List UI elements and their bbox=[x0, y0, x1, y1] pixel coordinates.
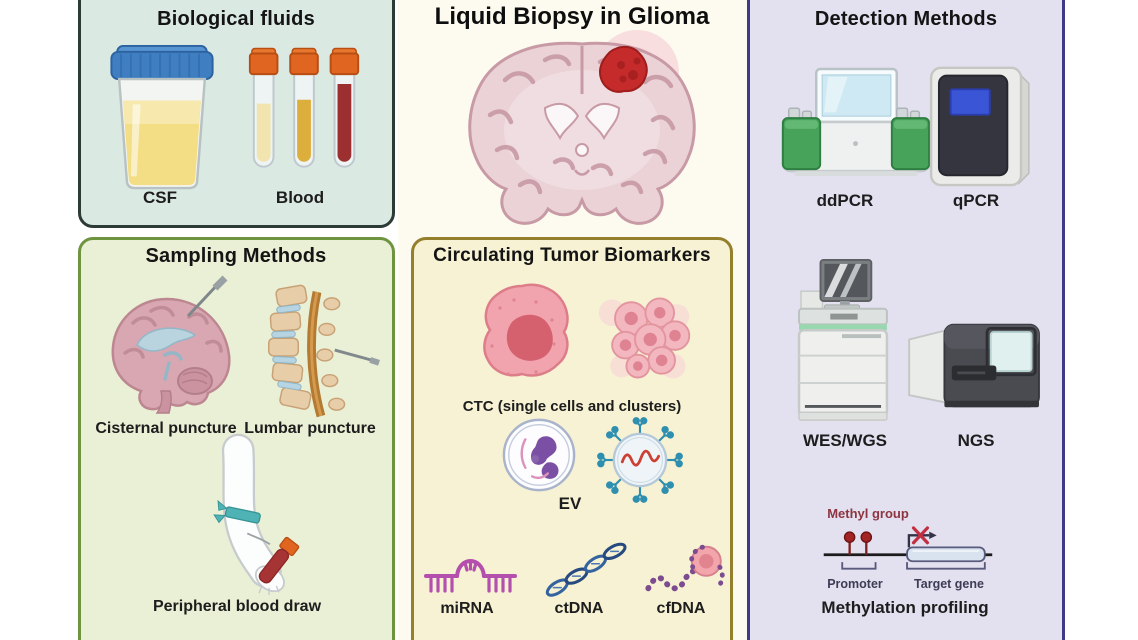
coronal-brain-glioma-icon bbox=[468, 30, 696, 225]
ctdna-icon bbox=[545, 542, 627, 597]
biomarkers-title: Circulating Tumor Biomarkers bbox=[433, 245, 711, 266]
blood-label: Blood bbox=[275, 188, 325, 207]
sampling-methods-title: Sampling Methods bbox=[145, 245, 327, 267]
lumbar-puncture-spine-icon bbox=[268, 284, 380, 418]
ctc-cluster-icon bbox=[598, 297, 691, 379]
ev-vesicle-icon bbox=[502, 418, 576, 492]
mirna-icon bbox=[424, 559, 517, 593]
cfdna-label: cfDNA bbox=[656, 600, 706, 617]
ctc-single-cell-icon bbox=[483, 283, 569, 377]
ngs-sequencer-icon bbox=[908, 323, 1040, 408]
peripheral-blood-draw-arm-icon bbox=[213, 433, 300, 595]
biological-fluids-title: Biological fluids bbox=[157, 8, 315, 30]
qpcr-machine-icon bbox=[929, 66, 1030, 187]
figure-title: Liquid Biopsy in Glioma bbox=[434, 3, 710, 30]
blood-tubes-icon bbox=[248, 47, 360, 168]
promoter-label: Promoter bbox=[827, 577, 883, 591]
qpcr-label: qPCR bbox=[952, 191, 1000, 210]
peripheral-blood-draw-label: Peripheral blood draw bbox=[152, 598, 322, 615]
cisternal-puncture-brain-icon bbox=[111, 275, 231, 414]
cisternal-puncture-label: Cisternal puncture bbox=[95, 420, 237, 437]
target-gene-label: Target gene bbox=[914, 577, 984, 591]
cfdna-icon bbox=[645, 544, 725, 592]
ddpcr-label: ddPCR bbox=[816, 191, 874, 210]
ctdna-label: ctDNA bbox=[554, 600, 604, 617]
methylation-diagram-icon bbox=[823, 526, 993, 570]
mirna-label: miRNA bbox=[440, 600, 494, 617]
csf-label: CSF bbox=[143, 188, 177, 207]
csf-specimen-cup-icon bbox=[110, 44, 214, 190]
wes-wgs-sequencer-icon bbox=[797, 258, 889, 421]
wes-wgs-label: WES/WGS bbox=[802, 431, 888, 450]
ev-label: EV bbox=[558, 494, 582, 513]
methyl-group-label: Methyl group bbox=[827, 506, 909, 521]
methylation-profiling-label: Methylation profiling bbox=[821, 598, 989, 617]
ev-exosome-icon bbox=[597, 417, 683, 503]
lumbar-puncture-label: Lumbar puncture bbox=[244, 420, 376, 437]
detection-methods-title: Detection Methods bbox=[814, 8, 998, 30]
ddpcr-machine-icon bbox=[781, 67, 931, 177]
ngs-label: NGS bbox=[957, 431, 995, 450]
ctc-label: CTC (single cells and clusters) bbox=[462, 398, 682, 415]
